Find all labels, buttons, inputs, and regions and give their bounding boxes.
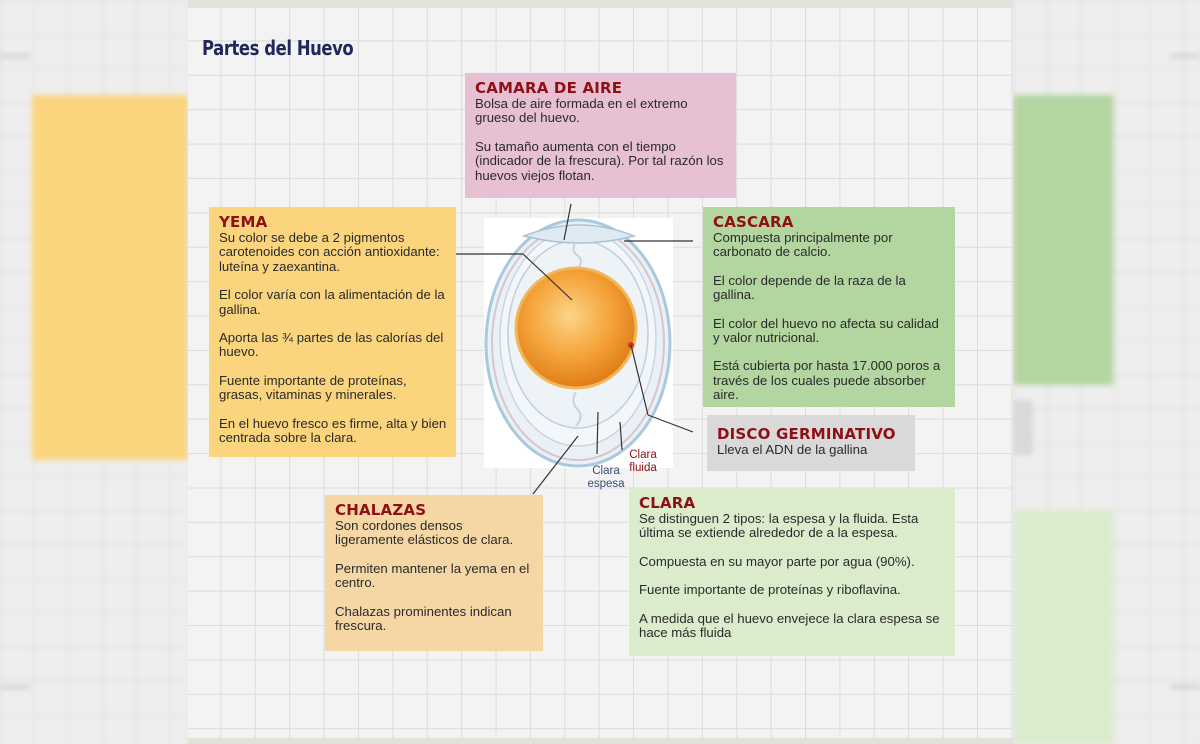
chalaza-top [572,241,582,269]
bottom-border [188,738,1013,744]
card-text: Su tamaño aumenta con el tiempo (indicad… [475,138,724,183]
card-text: Compuesta principalmente por carbonato d… [713,230,893,260]
leader-clara-fluida [619,421,623,451]
card-text: Son cordones densos ligeramente elástico… [335,518,514,548]
card-text: Aporta las ¾ partes de las calorías del … [219,330,444,360]
card-text: El color varía con la alimentación de la… [219,287,445,317]
card-text: Permiten mantener la yema en el centro. [335,560,530,591]
card-chalazas: Chalazas Son cordones densos ligeramente… [325,495,543,651]
card-heading: Yema [219,213,268,231]
leader-chalazas [532,435,579,495]
card-disco-germinativo: Disco germinativo Lleva el ADN de la gal… [707,415,915,471]
label-clara-espesa-2: espesa [587,478,625,490]
blurred-background-right [1013,0,1200,744]
blurred-background-left [0,0,188,744]
card-clara: Clara Se distinguen 2 tipos: la espesa y… [629,488,955,656]
card-heading: Disco germinativo [717,425,896,443]
label-clara-fluida-1: Clara [629,449,657,461]
card-text: Compuesta en su mayor parte por agua (90… [639,553,915,569]
card-camara-de-aire: Camara de aire Bolsa de aire formada en … [465,73,736,198]
egg-infographic: Partes del Huevo [188,0,1013,744]
card-text: A medida que el huevo envejece la clara … [639,610,940,641]
card-text: Está cubierta por hasta 17.000 poros a t… [713,358,941,403]
chalaza-bottom [572,391,582,427]
leader-camara [563,203,572,241]
card-text: El color del huevo no afecta su calidad … [713,315,939,346]
yolk [514,266,638,390]
leader-disco [647,414,694,433]
label-clara-fluida-2: fluida [629,462,657,474]
clara-espesa [507,239,649,429]
card-text: Su color se debe a 2 pigmentos carotenoi… [219,230,440,274]
card-yema: Yema Su color se debe a 2 pigmentos caro… [209,207,456,457]
leader-yema-inner [522,253,573,301]
card-heading: Clara [639,494,696,512]
card-text: Se distinguen 2 tipos: la espesa y la fl… [639,511,919,541]
card-heading: Cascara [713,213,794,231]
card-text: Fuente importante de proteínas y ribofla… [639,582,901,598]
leader-clara-espesa [596,411,599,455]
shell-membrane [491,225,665,461]
label-clara-espesa-1: Clara [592,465,620,477]
egg-image-background [484,218,673,468]
page-title: Partes del Huevo [202,36,354,60]
card-text: Chalazas prominentes indican frescura. [335,603,512,634]
card-heading: Chalazas [335,501,427,519]
leader-disco-inner [630,344,649,416]
top-border [188,0,1013,8]
card-text: El color depende de la raza de la gallin… [713,272,906,303]
air-cell [521,224,637,244]
card-cascara: Cascara Compuesta principalmente por car… [703,207,955,407]
card-text: Lleva el ADN de la gallina [717,442,868,457]
egg-shell [484,218,672,468]
clara-fluida [499,229,657,447]
card-text: Bolsa de aire formada en el extremo grue… [475,96,688,126]
card-text: En el huevo fresco es firme, alta y bien… [219,415,447,446]
germinal-disc [628,342,634,348]
card-heading: Camara de aire [475,79,623,97]
card-text: Fuente importante de proteínas, grasas, … [219,372,407,403]
